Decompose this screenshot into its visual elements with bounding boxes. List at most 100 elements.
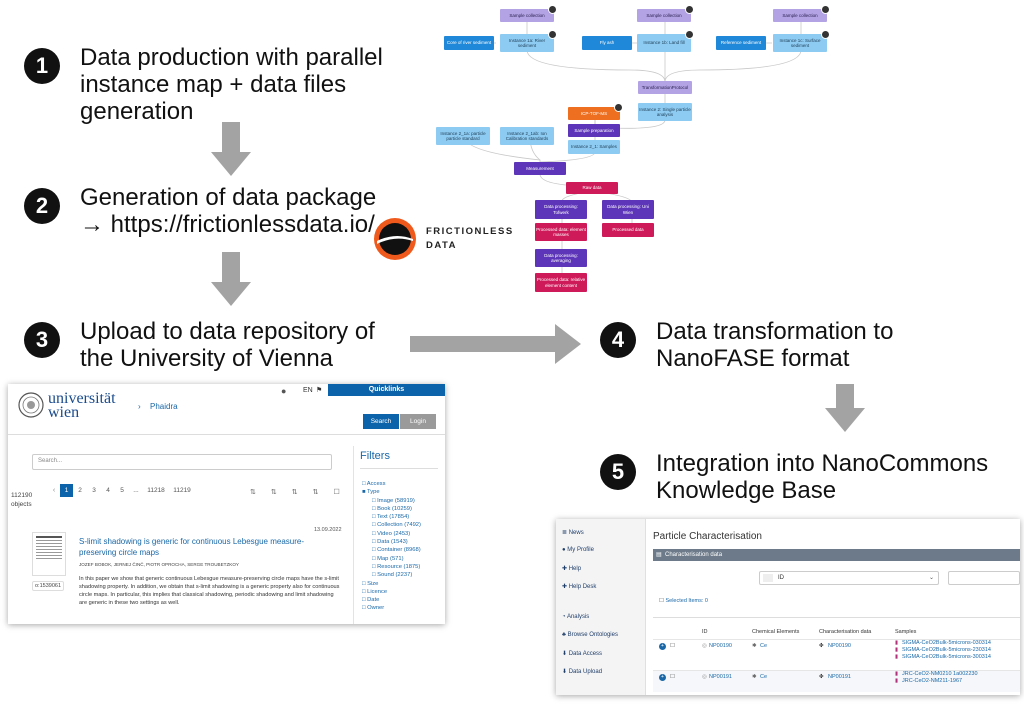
page-11218[interactable]: 11218: [147, 487, 165, 494]
id-select[interactable]: ID ⌄: [759, 571, 939, 585]
sample-icon: ▮: [895, 640, 899, 646]
page-prev-icon[interactable]: ‹: [52, 487, 56, 494]
filter-input[interactable]: [948, 571, 1020, 585]
checkbox-icon[interactable]: ☐: [670, 643, 675, 649]
result-title-link[interactable]: S-limit shadowing is generic for continu…: [79, 537, 305, 557]
filter-item[interactable]: □ Sound (2237): [362, 571, 442, 579]
nav-item[interactable]: ⬇ Data Upload: [562, 668, 602, 675]
sort-icon[interactable]: ⇅: [250, 489, 256, 496]
filter-label: Owner: [367, 605, 385, 612]
page-5[interactable]: 5: [120, 487, 124, 494]
sort-icon[interactable]: ⇅: [291, 489, 298, 496]
filter-item[interactable]: □ Date: [362, 596, 442, 604]
page-2[interactable]: 2: [78, 487, 82, 494]
nav-item[interactable]: ● My Profile: [562, 547, 594, 553]
checkbox-icon[interactable]: □: [372, 505, 378, 512]
row-element-link[interactable]: Ce: [760, 643, 768, 649]
table-divider: [653, 617, 1020, 618]
sample-link[interactable]: JRC-CeO2-NM211-1967: [902, 678, 963, 684]
filter-item[interactable]: □ Book (10259): [362, 505, 442, 513]
node-badge-icon: [614, 103, 623, 112]
filter-item[interactable]: □ Access: [362, 480, 442, 488]
col-samples[interactable]: Samples: [895, 629, 917, 635]
sample-link[interactable]: JRC-CeO2-NM0210 1a002230: [902, 671, 978, 677]
checkbox-icon[interactable]: □: [372, 563, 378, 570]
search-input[interactable]: Search...: [32, 454, 332, 470]
nav-item[interactable]: ≣ News: [562, 529, 584, 536]
checkbox-icon[interactable]: □: [362, 597, 368, 604]
nav-icon: ✚: [562, 584, 569, 590]
checkbox-icon[interactable]: □: [372, 547, 378, 554]
sample-link[interactable]: SIGMA-CeO2Bulk-5microns-230314: [902, 647, 991, 653]
nav-label: Data Upload: [568, 669, 603, 675]
page-3[interactable]: 3: [92, 487, 96, 494]
filter-item[interactable]: □ Image (58919): [362, 497, 442, 505]
col-elements[interactable]: Chemical Elements: [752, 629, 800, 635]
result-thumbnail[interactable]: [32, 532, 66, 576]
checkbox-icon[interactable]: □: [372, 530, 378, 537]
filter-item[interactable]: □ Collection (7492): [362, 521, 442, 529]
user-icon[interactable]: ●: [281, 386, 287, 396]
expand-icon[interactable]: +: [659, 674, 666, 681]
checked-box-icon[interactable]: ■: [362, 489, 368, 496]
filter-item[interactable]: □ Text (17854): [362, 513, 442, 521]
row-id-link[interactable]: NP00191: [709, 674, 732, 680]
step-3: 3 Upload to data repository of the Unive…: [24, 318, 404, 372]
nav-item[interactable]: ◔ Analysis: [562, 614, 589, 620]
filter-item[interactable]: □ Map (571): [362, 555, 442, 563]
filter-item[interactable]: □ Data (1543): [362, 538, 442, 546]
row-id-link[interactable]: NP00190: [709, 643, 732, 649]
checkbox-icon[interactable]: ☐: [670, 674, 675, 680]
sample-link[interactable]: SIGMA-CeO2Bulk-5microns-030314: [902, 640, 991, 646]
row-characterisation-link[interactable]: NP00191: [828, 674, 851, 680]
expand-icon[interactable]: +: [659, 643, 666, 650]
filter-label: Image (58919): [377, 497, 415, 504]
filter-item[interactable]: □ Resource (1875): [362, 563, 442, 571]
checkbox-icon[interactable]: □: [372, 514, 378, 521]
page-4[interactable]: 4: [106, 487, 110, 494]
filter-item[interactable]: □ Container (8968): [362, 546, 442, 554]
nav-icon: ◔: [562, 614, 567, 620]
checkbox-icon[interactable]: □: [362, 481, 367, 487]
checkbox-icon[interactable]: □: [372, 497, 378, 504]
frictionless-link[interactable]: → https://frictionlessdata.io/: [80, 211, 375, 238]
row-characterisation-link[interactable]: NP00190: [828, 643, 851, 649]
nav-item[interactable]: ✚ Help Desk: [562, 583, 596, 590]
filter-item[interactable]: □ Video (2453): [362, 530, 442, 538]
checkbox-icon[interactable]: □: [372, 522, 378, 529]
nav-item[interactable]: ♣ Browse Ontologies: [562, 632, 618, 638]
flow-node-sample-collection: Sample collection: [500, 9, 554, 22]
checkbox-icon[interactable]: ☐: [659, 598, 666, 604]
filter-label: Video (2453): [377, 530, 411, 537]
row-element-link[interactable]: Ce: [760, 674, 768, 680]
checkbox-icon[interactable]: □: [362, 605, 368, 612]
filter-item[interactable]: ■ Type: [362, 488, 442, 496]
flag-icon[interactable]: ⚑: [316, 387, 323, 394]
col-id[interactable]: ID: [702, 629, 708, 635]
search-button[interactable]: Search: [363, 414, 399, 429]
filter-item[interactable]: □ Size: [362, 580, 442, 588]
checkbox-icon[interactable]: □: [372, 555, 378, 562]
quicklinks-button[interactable]: Quicklinks: [328, 384, 445, 396]
login-button[interactable]: Login: [400, 414, 436, 429]
checkbox-icon[interactable]: □: [372, 539, 378, 546]
sort-icon[interactable]: ⇅: [312, 489, 319, 496]
col-characterisation[interactable]: Characterisation data: [819, 629, 872, 635]
checkbox-icon[interactable]: □: [372, 572, 378, 579]
select-all-icon[interactable]: ☐: [333, 489, 340, 496]
page-11219[interactable]: 11219: [173, 487, 191, 494]
language-switch[interactable]: EN: [303, 387, 313, 394]
nav-item[interactable]: ⬇ Data Access: [562, 650, 602, 657]
page-1[interactable]: 1: [60, 484, 73, 497]
node-badge-icon: [821, 30, 830, 39]
filter-item[interactable]: □ Owner: [362, 604, 442, 612]
nav-item[interactable]: ✚ Help: [562, 565, 581, 572]
selected-items[interactable]: ☐ Selected Items: 0: [659, 598, 708, 604]
nav-icon: ⬇: [562, 651, 569, 657]
filter-item[interactable]: □ Licence: [362, 588, 442, 596]
breadcrumb-phaidra[interactable]: Phaidra: [150, 402, 178, 411]
sample-link[interactable]: SIGMA-CeO2Bulk-5microns-300314: [902, 654, 991, 660]
checkbox-icon[interactable]: □: [362, 580, 368, 587]
checkbox-icon[interactable]: □: [362, 588, 368, 595]
sort-icon[interactable]: ⇅: [270, 489, 277, 496]
